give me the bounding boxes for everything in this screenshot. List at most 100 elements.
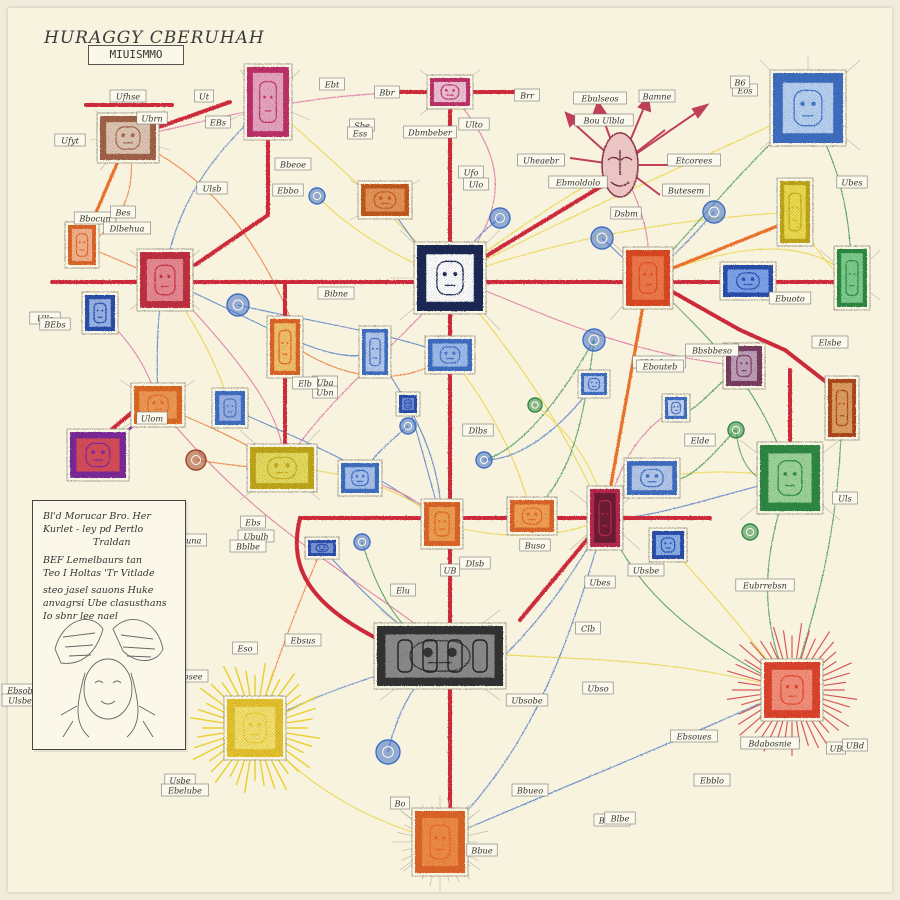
- circle-core: [708, 206, 720, 218]
- label-text: Dlbs: [468, 426, 488, 436]
- label-text: Ebulseos: [580, 94, 618, 104]
- label-box: [519, 538, 551, 552]
- tile-texture: [764, 662, 820, 718]
- node-label: Ulo: [463, 177, 489, 191]
- circle-fill: [476, 452, 492, 468]
- node-label: Ulto: [458, 117, 490, 131]
- tile-node: [426, 74, 474, 110]
- eye: [286, 342, 289, 345]
- node-label: Ubes: [836, 175, 868, 189]
- ray: [795, 623, 803, 659]
- label-text: Ubso: [587, 684, 608, 694]
- circle-node: [582, 328, 606, 352]
- eye: [800, 101, 805, 106]
- label-box: [684, 433, 716, 447]
- tile-node: [395, 391, 421, 417]
- tile-node: [719, 261, 777, 301]
- notes-sketch: [54, 619, 164, 738]
- label-box: [317, 286, 355, 300]
- circle-core: [596, 232, 608, 244]
- note-line: Teo I Holtas 'Tr Vitlade: [43, 568, 155, 579]
- node-label: Ulom: [136, 411, 168, 425]
- node-label: Elu: [390, 583, 416, 597]
- ray: [222, 665, 242, 700]
- tile-texture: [428, 339, 472, 371]
- ray: [726, 670, 762, 682]
- ray: [823, 681, 847, 687]
- ray: [808, 631, 831, 664]
- mask-face-icon: [521, 507, 543, 525]
- note-line: anvagrsi Ube clasusthans: [43, 598, 167, 609]
- node-label: Bo: [390, 796, 410, 810]
- ray: [820, 702, 842, 714]
- label-box: [312, 385, 338, 399]
- eye: [231, 404, 234, 407]
- circle-fill: [354, 534, 370, 550]
- mask-face-icon: [598, 500, 612, 536]
- label-text: BEbs: [43, 320, 65, 330]
- label-box: [462, 423, 494, 437]
- eye: [643, 272, 646, 276]
- mask-face-icon: [440, 84, 460, 100]
- label-text: Ebt: [324, 80, 340, 90]
- tile-node: [824, 375, 860, 441]
- node-label: Bbueo: [511, 783, 549, 797]
- eye: [434, 836, 438, 840]
- circle-node: [489, 207, 511, 229]
- tile-node: [246, 443, 318, 493]
- label-text: Butesem: [667, 186, 704, 196]
- eye: [167, 274, 171, 279]
- label-text: Eso: [236, 644, 252, 654]
- label-box: [319, 77, 345, 91]
- eye: [443, 520, 446, 523]
- node-label: Ebelube: [161, 783, 209, 797]
- label-text: Elde: [690, 436, 710, 446]
- tile-texture: [581, 373, 607, 395]
- eye: [811, 101, 816, 106]
- label-text: Ubes: [589, 578, 610, 588]
- tile-node: [769, 69, 847, 147]
- label-box: [136, 411, 168, 425]
- circle-fill: [376, 740, 400, 764]
- mask-face-icon: [75, 233, 89, 257]
- eye: [273, 463, 279, 468]
- label-text: Etcorees: [675, 156, 713, 166]
- label-text: Bbr: [378, 88, 395, 98]
- label-text: Ubn: [316, 388, 333, 398]
- label-text: Buso: [524, 541, 545, 551]
- tile-texture: [362, 329, 388, 375]
- label-text: UB: [444, 566, 457, 576]
- node-label: Bamne: [638, 89, 676, 103]
- label-box: [440, 563, 460, 577]
- label-text: Ubulh: [243, 532, 268, 542]
- tile-node: [648, 527, 688, 563]
- tile-texture: [626, 250, 670, 306]
- mask-face-icon: [409, 640, 471, 672]
- node-label: Dsbm: [610, 206, 642, 220]
- label-box: [390, 796, 410, 810]
- eye: [745, 362, 748, 365]
- circle-node: [527, 397, 543, 413]
- label-box: [347, 126, 373, 140]
- eye: [650, 272, 653, 276]
- mask-face-icon: [736, 354, 752, 378]
- label-text: Blbe: [610, 814, 630, 824]
- circle-core: [403, 421, 413, 431]
- circle-core: [191, 455, 201, 465]
- eye: [843, 402, 846, 405]
- circle-fill: [742, 524, 758, 540]
- label-text: Ulsb: [203, 184, 222, 194]
- circle-core: [495, 213, 505, 223]
- label-text: Ebmoldolo: [555, 178, 600, 188]
- mask-face-icon: [278, 329, 292, 365]
- label-text: B6: [733, 78, 745, 88]
- tile-texture: [773, 73, 843, 143]
- label-box: [272, 183, 304, 197]
- ray: [823, 693, 858, 700]
- mask-face-icon: [351, 469, 369, 487]
- label-box: [39, 317, 71, 331]
- circle-ring: [741, 523, 759, 541]
- label-text: EBs: [209, 118, 226, 128]
- label-text: UB: [830, 744, 843, 754]
